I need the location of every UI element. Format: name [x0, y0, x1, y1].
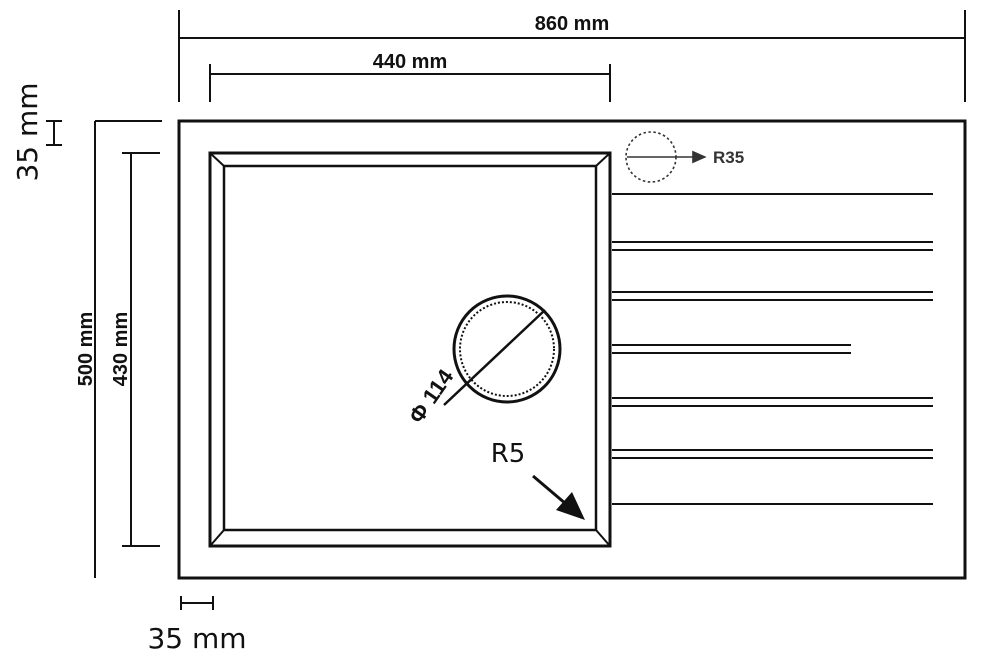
- dimension-bowl-width: [209, 64, 611, 102]
- dimension-total-depth: [94, 120, 162, 578]
- tap-hole-radius-label: R35: [713, 148, 744, 167]
- tap-hole: [625, 131, 707, 183]
- dimension-left-margin: [180, 596, 214, 610]
- dimension-top-margin: [46, 120, 62, 146]
- dimension-total-width: [178, 10, 966, 102]
- dimension-bowl-depth-label: 430 mm: [110, 312, 132, 387]
- corner-radius-label: R5: [491, 439, 526, 469]
- dimension-bowl-depth: [122, 152, 160, 547]
- sink-outline: [177, 119, 967, 580]
- dimension-total-depth-label: 500 mm: [75, 312, 97, 387]
- dimension-total-width-label: 860 mm: [535, 13, 610, 35]
- drain-diameter-label: Φ 114: [404, 364, 459, 428]
- drainboard-grooves: [612, 193, 933, 505]
- dimension-left-margin-label: 35 mm: [147, 622, 246, 655]
- drain-outlet: [443, 294, 562, 406]
- sink-bowl: [208, 151, 612, 548]
- corner-radius-arrow: [532, 474, 585, 520]
- dimension-bowl-width-label: 440 mm: [373, 51, 448, 73]
- dimension-top-margin-label: 35 mm: [11, 82, 44, 181]
